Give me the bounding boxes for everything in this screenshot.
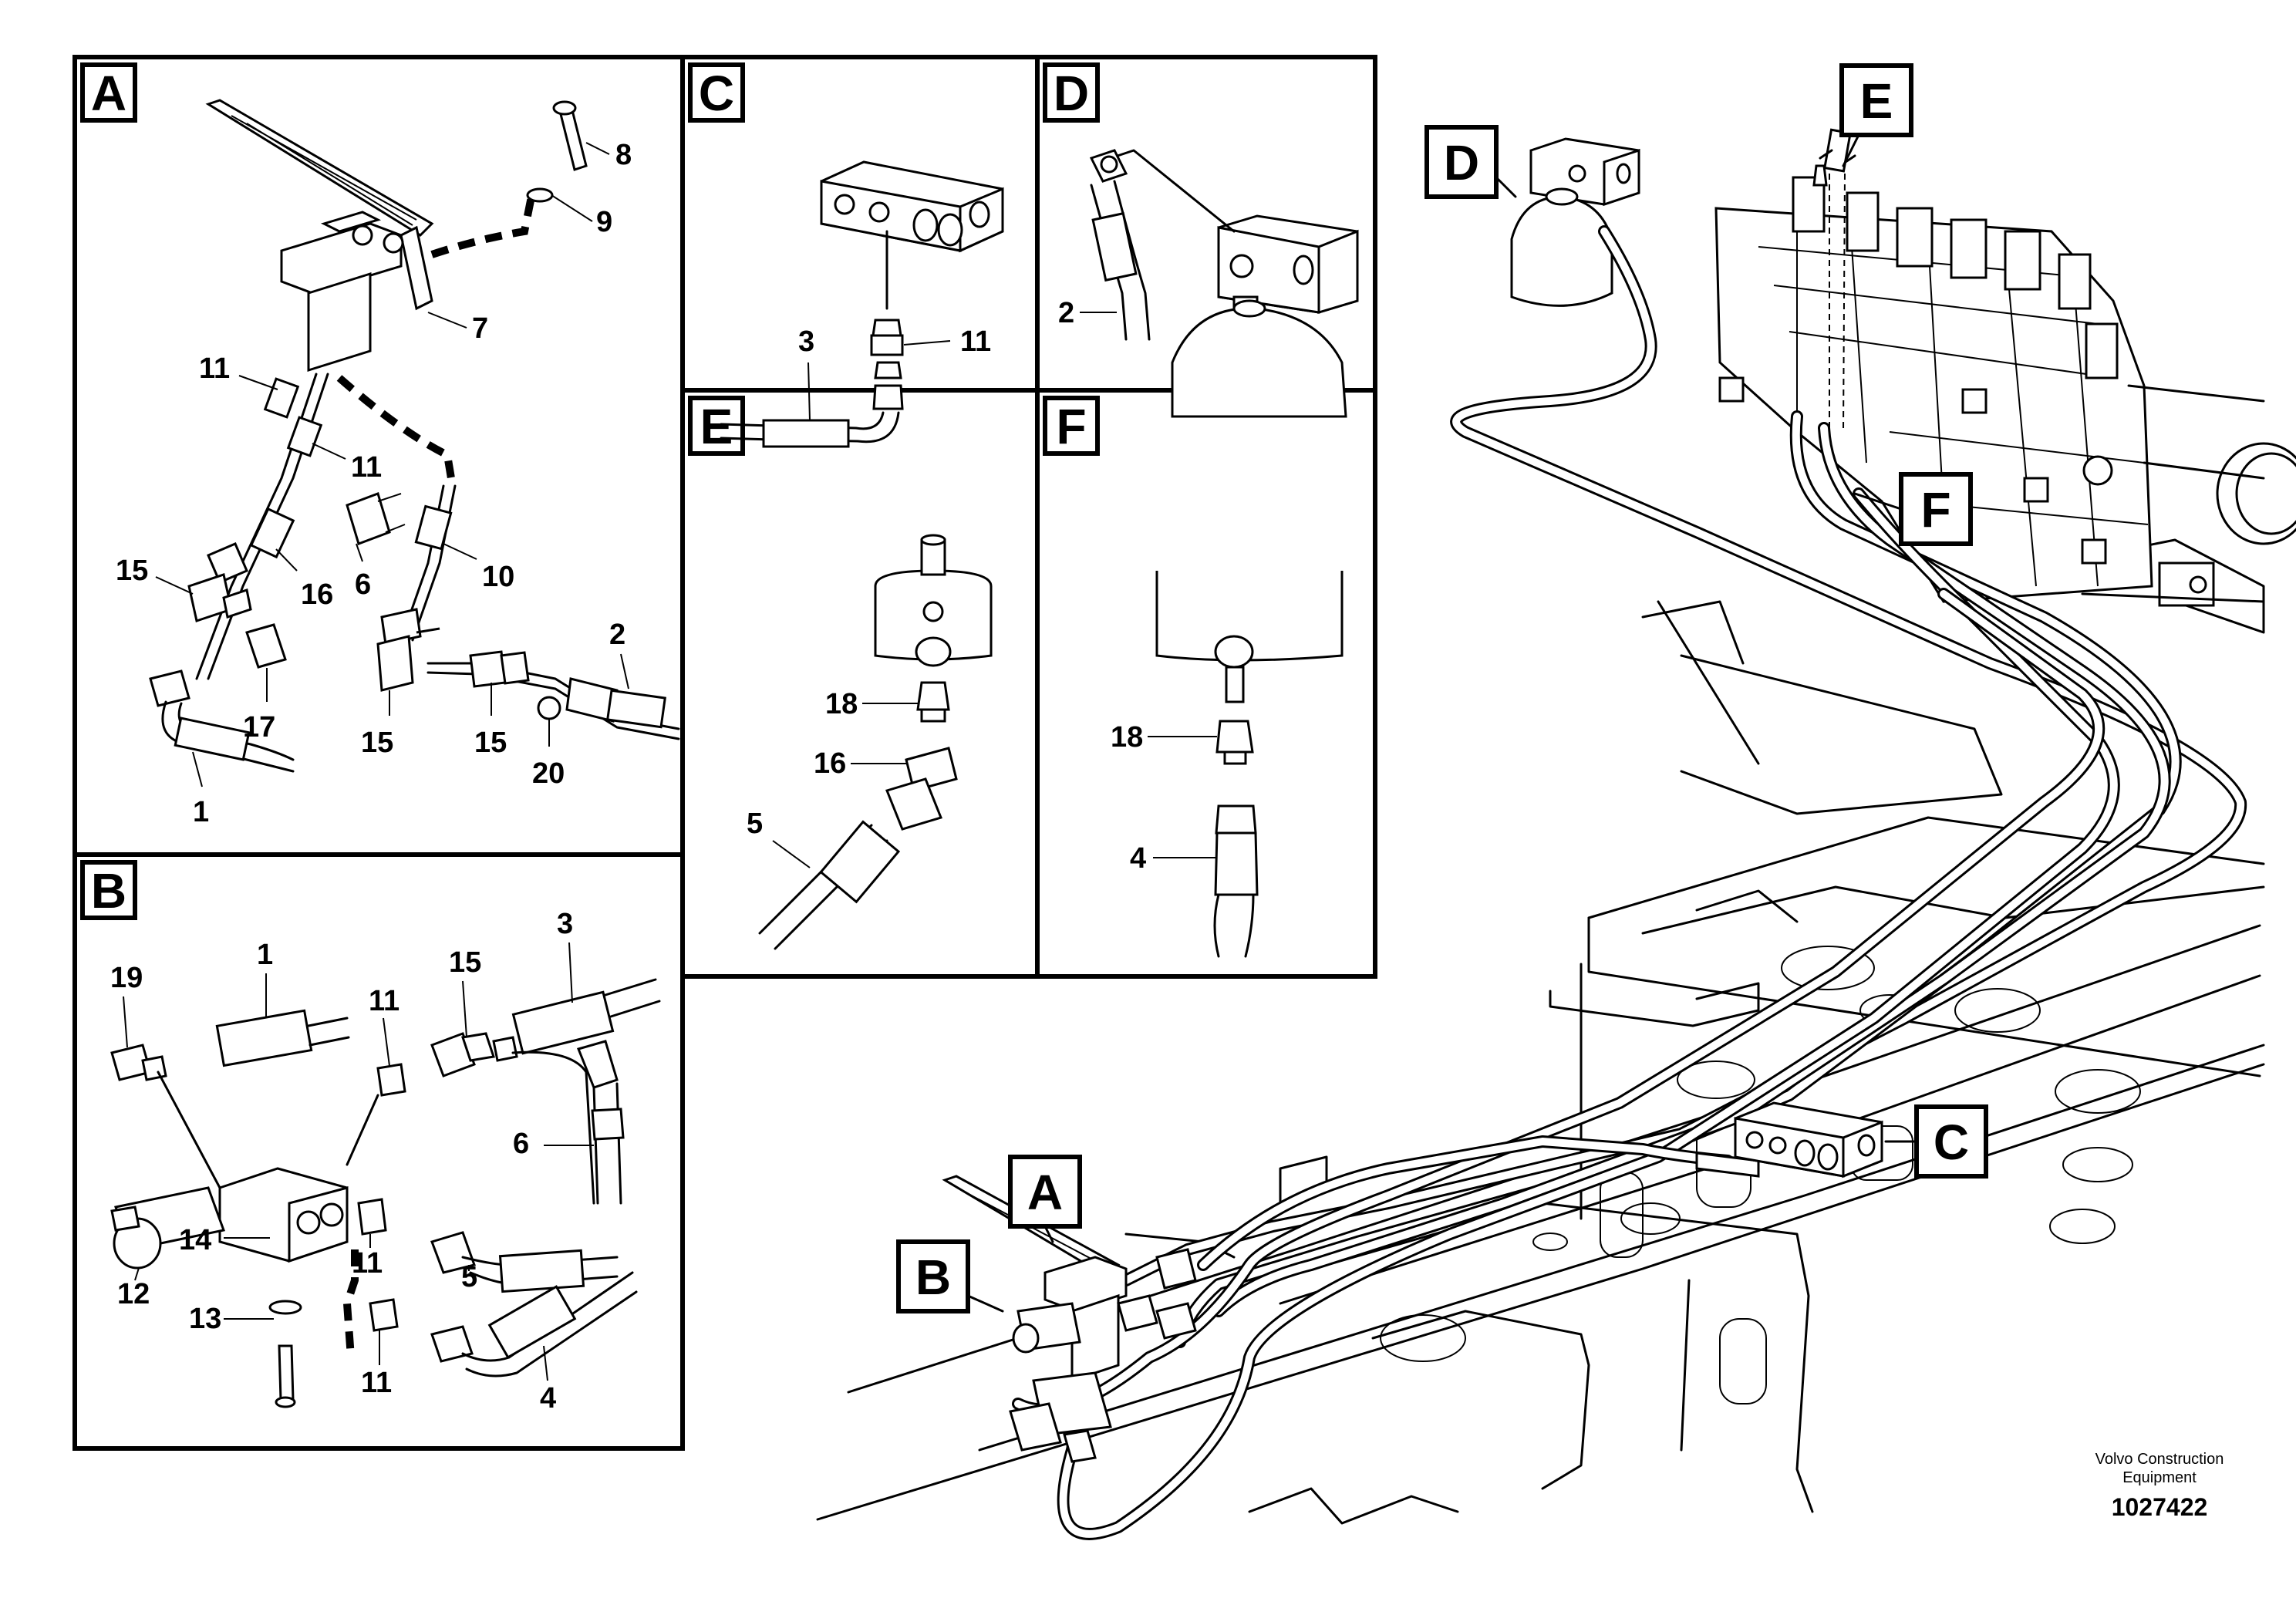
callout-e-16: 16: [814, 747, 846, 780]
callout-b-11-top: 11: [369, 985, 400, 1017]
callout-a-1: 1: [193, 796, 209, 828]
callout-a-2: 2: [609, 619, 625, 651]
callout-b-13: 13: [189, 1303, 221, 1335]
callout-c-3: 3: [798, 325, 814, 358]
callout-f-4: 4: [1130, 842, 1146, 875]
panel-f-callouts: 18 4: [1111, 721, 1217, 875]
callout-e-5: 5: [747, 808, 763, 840]
overview-label-e: E: [1860, 73, 1893, 129]
callout-a-15-mid: 15: [474, 727, 507, 759]
overview-labels: A B C D E F: [896, 63, 1988, 1313]
callout-a-11-mid: 11: [351, 451, 382, 484]
panel-c-callouts: 3 11: [798, 325, 991, 421]
overview-label-d: D: [1444, 135, 1479, 191]
panel-b-drawing: [110, 978, 661, 1408]
panel-a-drawing: [149, 99, 680, 773]
credit-line-1: Volvo Construction: [2095, 1451, 2224, 1468]
callout-b-11-mid: 11: [352, 1247, 383, 1280]
callout-a-20: 20: [532, 757, 565, 790]
accumulator: [1510, 137, 1640, 307]
callout-a-15-right: 15: [361, 727, 393, 759]
callout-a-17: 17: [243, 711, 275, 744]
callout-a-16: 16: [301, 578, 333, 611]
callout-b-4: 4: [540, 1382, 556, 1415]
callout-f-18: 18: [1111, 721, 1143, 754]
callout-b-3: 3: [557, 908, 573, 940]
callout-b-19: 19: [110, 962, 143, 994]
callout-b-11-bottom: 11: [361, 1367, 392, 1399]
document-number: 1027422: [2112, 1493, 2208, 1521]
distribution-block: [1734, 1101, 1883, 1179]
panel-e-label: E: [700, 399, 733, 454]
panel-b-callouts: 1 19 11 15 3 6 14 11 12 13 5 11 4: [110, 908, 594, 1415]
callout-a-15-left: 15: [116, 555, 148, 587]
panel-f-drawing: [1155, 571, 1344, 958]
panel-e-drawing: [758, 534, 993, 950]
callout-b-14: 14: [179, 1224, 211, 1256]
panel-labels: A B C D E F: [80, 62, 1100, 920]
panel-f-label: F: [1056, 399, 1086, 454]
credit-line-2: Equipment: [2122, 1469, 2197, 1486]
overview-pedal-valve: [942, 1175, 1197, 1463]
panel-d-callouts: 2: [1058, 297, 1117, 329]
callout-b-12: 12: [117, 1278, 150, 1310]
panel-b-label: B: [91, 863, 126, 919]
overview-label-b: B: [915, 1249, 951, 1305]
overview-label-a: A: [1027, 1165, 1063, 1220]
panel-d-label: D: [1054, 66, 1089, 121]
callout-a-11-top: 11: [199, 352, 230, 385]
callout-a-9: 9: [596, 206, 612, 238]
callout-b-6: 6: [513, 1128, 529, 1160]
callout-b-5: 5: [461, 1261, 477, 1293]
panel-a-callouts: 8 9 7 11 11 6 16 15 10 17 2 15 15 20 1: [116, 139, 632, 828]
callout-e-18: 18: [825, 688, 858, 720]
panel-a-label: A: [91, 66, 126, 121]
overview-label-f: F: [1920, 482, 1950, 538]
callout-a-6: 6: [355, 568, 371, 601]
credit-block: Volvo Construction Equipment 1027422: [2095, 1451, 2224, 1521]
panel-d-drawing: [1089, 149, 1359, 418]
callout-a-8: 8: [615, 139, 632, 171]
callout-d-2: 2: [1058, 297, 1074, 329]
callout-c-11: 11: [960, 325, 991, 358]
panel-c-label: C: [699, 66, 734, 121]
panel-b-frame: [72, 852, 685, 1451]
main-control-valve: [1714, 128, 2265, 607]
callout-b-1: 1: [257, 939, 273, 971]
panel-e-callouts: 18 16 5: [747, 688, 918, 868]
panel-c-drawing: [720, 160, 1004, 448]
panel-f-frame: [1035, 388, 1377, 979]
callout-a-10: 10: [482, 561, 514, 593]
overview-hoses: [1012, 225, 2247, 1540]
overview-label-c: C: [1934, 1114, 1969, 1170]
callout-a-7: 7: [472, 312, 488, 345]
callout-b-15: 15: [449, 946, 481, 979]
